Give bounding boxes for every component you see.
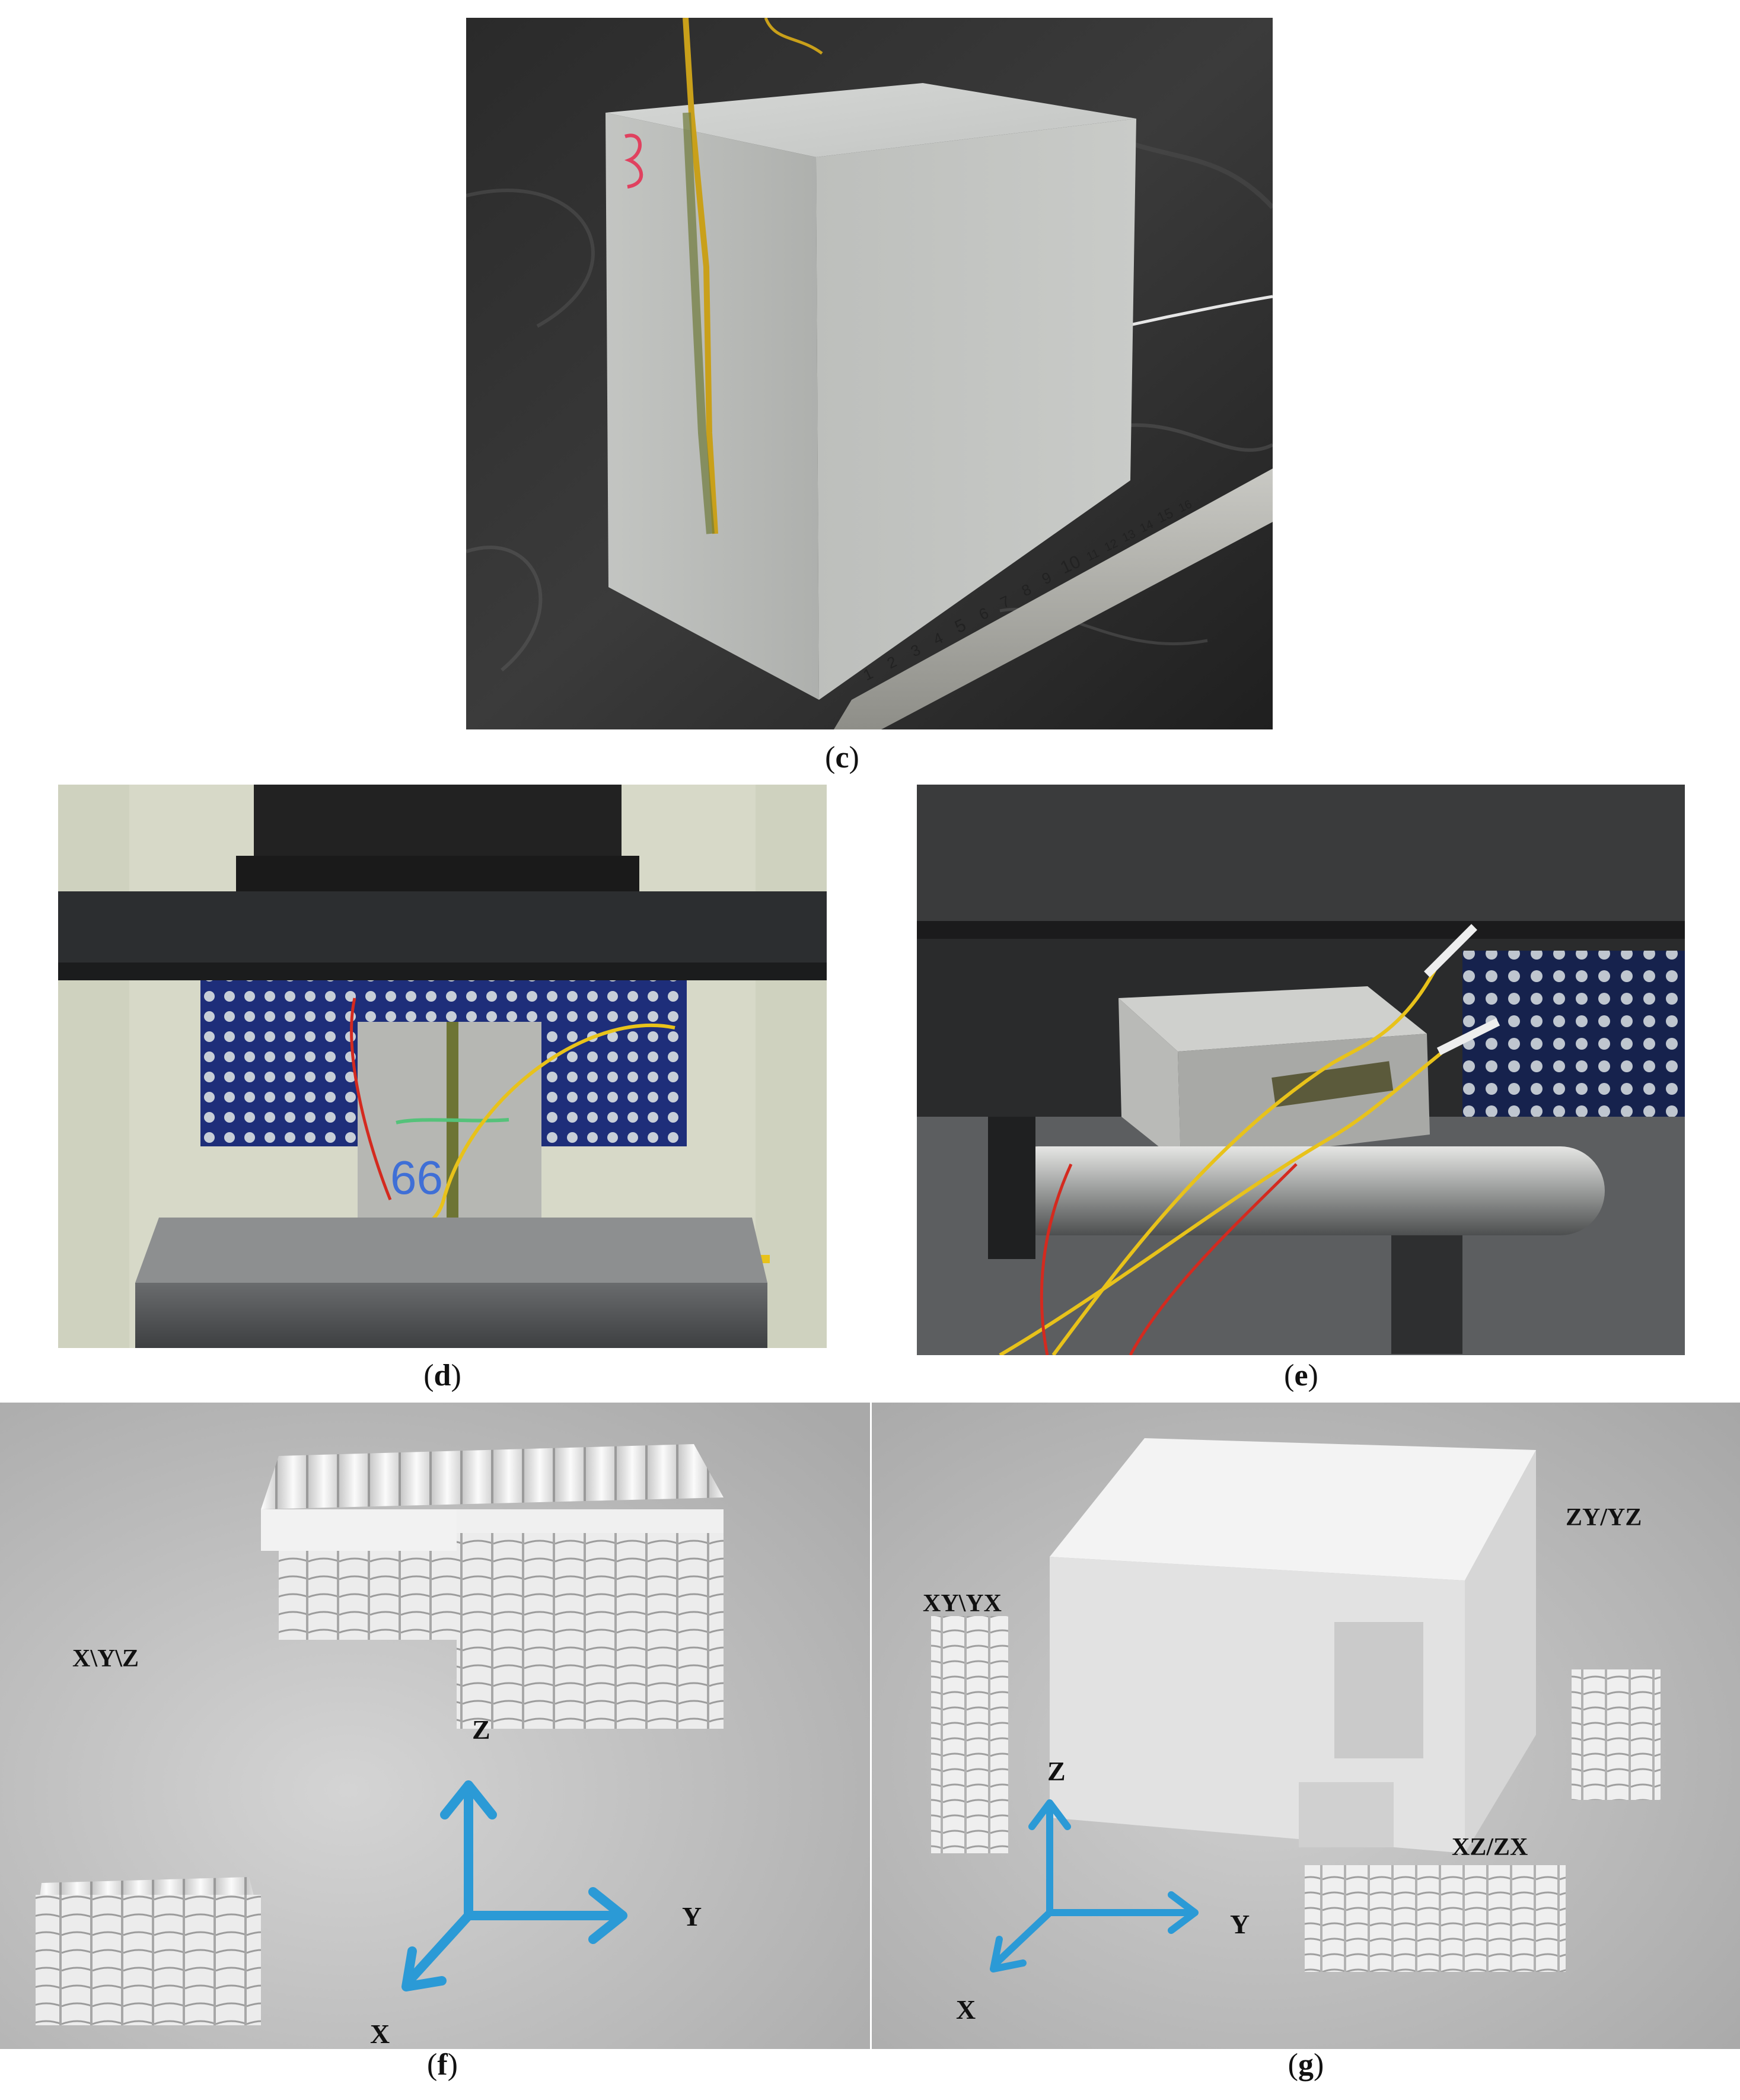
- caption-f: (f): [427, 2048, 458, 2082]
- photo-panel-e: [917, 785, 1685, 1355]
- svg-text:66: 66: [390, 1151, 443, 1204]
- axis-x-label-g: X: [956, 1994, 976, 2025]
- x-axis-arrow: [993, 1909, 1053, 1967]
- cube-photo: 1 2 3 4 5 6 7 8 9 10 11 12 13 14 15 16: [466, 18, 1273, 729]
- specimen-label-xy: XY\YX: [923, 1590, 1002, 1617]
- axis-x-label-f: X: [370, 2019, 390, 2049]
- specimen-label-xyz: X\Y\Z: [72, 1645, 139, 1672]
- press-photo-front: 66: [58, 785, 827, 1348]
- caption-c: (c): [825, 741, 859, 775]
- render-panel-f: [0, 1403, 870, 2049]
- caption-g: (g): [1288, 2048, 1324, 2082]
- axis-y-label-f: Y: [682, 1901, 702, 1932]
- caption-e: (e): [1284, 1359, 1318, 1392]
- press-photo-side: [917, 785, 1685, 1355]
- caption-d: (d): [423, 1359, 461, 1392]
- axis-z-label-g: Z: [1047, 1756, 1066, 1786]
- axis-z-label-f: Z: [472, 1715, 490, 1745]
- specimen-label-zy: ZY/YZ: [1566, 1504, 1642, 1531]
- photo-panel-c: 1 2 3 4 5 6 7 8 9 10 11 12 13 14 15 16: [466, 18, 1273, 729]
- specimen-label-xz: XZ/ZX: [1452, 1834, 1528, 1861]
- axis-triad-f: [401, 1780, 627, 1991]
- printed-specimens-render: [0, 1403, 870, 2049]
- photo-panel-d: 66: [58, 785, 827, 1348]
- axis-y-label-g: Y: [1230, 1909, 1250, 1939]
- axis-triad-g: [990, 1799, 1199, 1972]
- x-axis-arrow: [404, 1911, 473, 1986]
